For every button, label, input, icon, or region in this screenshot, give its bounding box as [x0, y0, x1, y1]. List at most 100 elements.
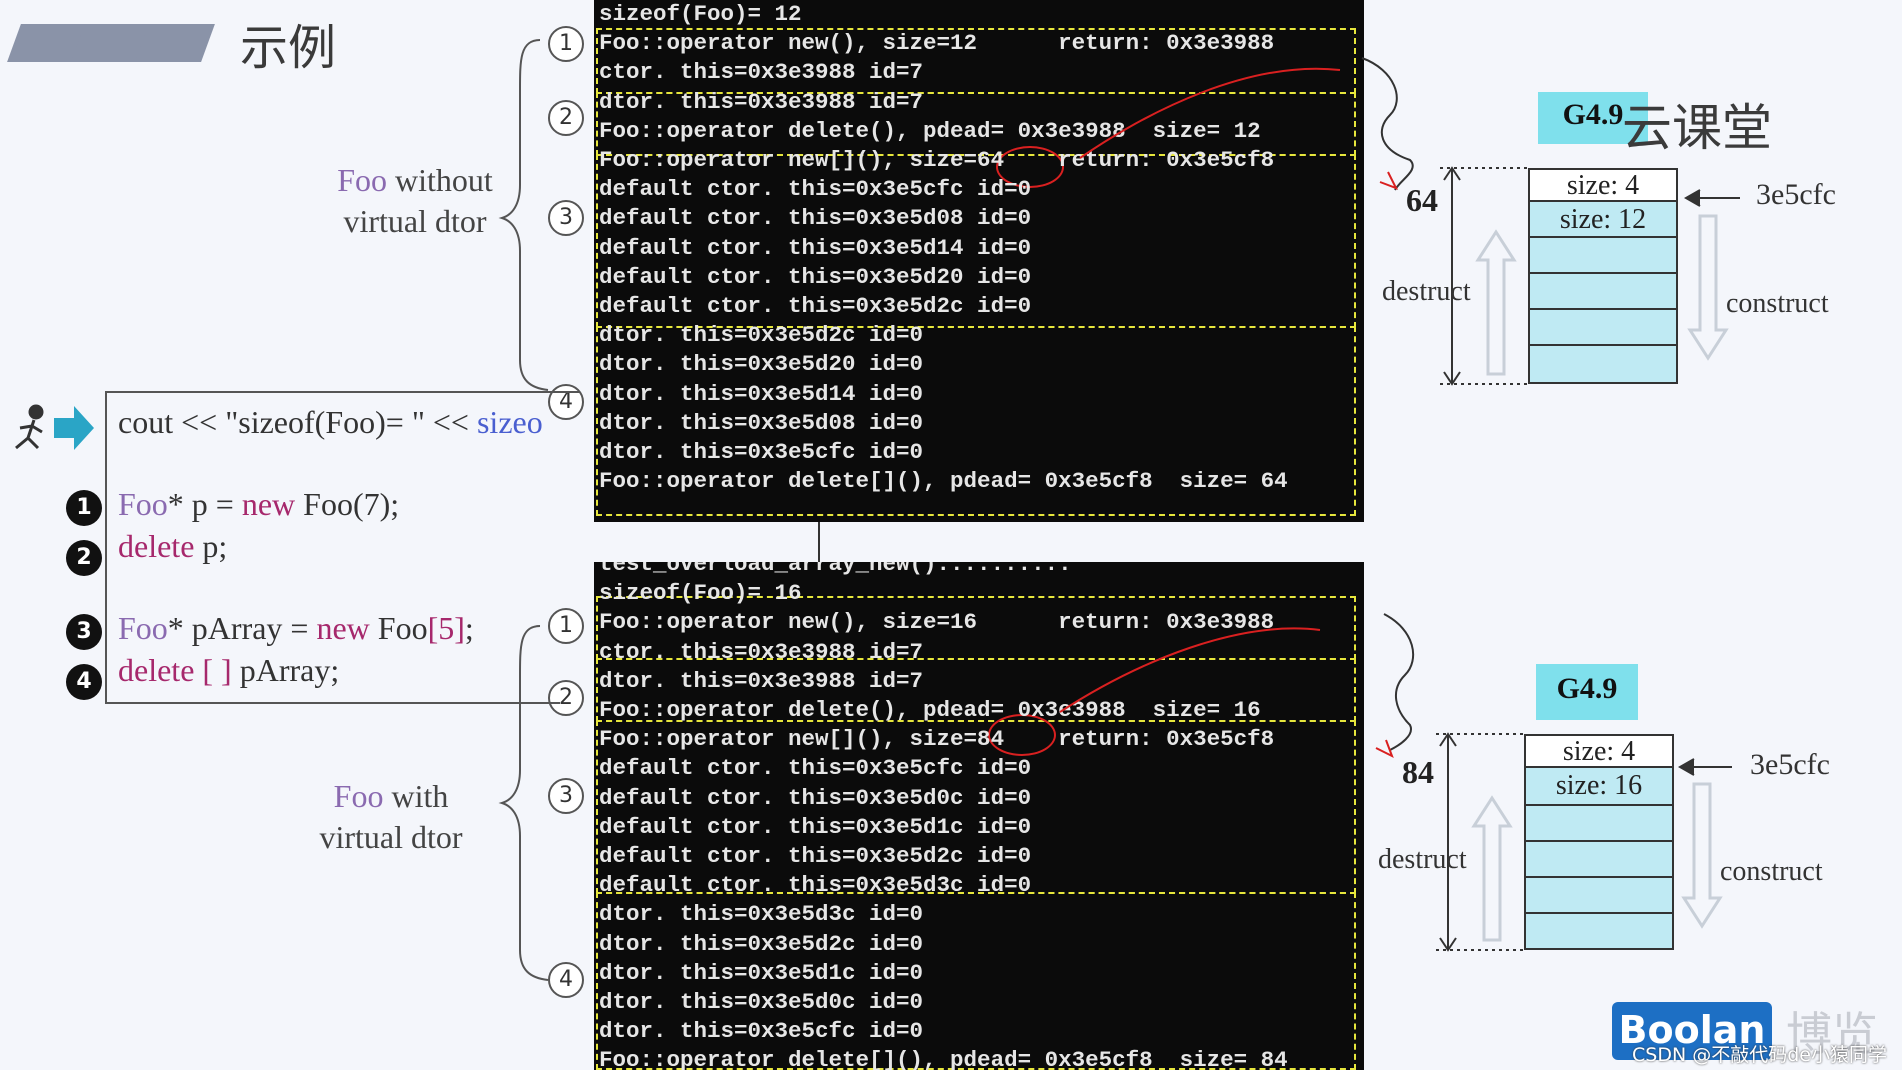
- g49-badge-bottom: G4.9: [1536, 664, 1638, 720]
- code-type: Foo: [118, 610, 168, 646]
- terminal-line: Foo::operator new[](), size=84 return: 0…: [599, 726, 1275, 753]
- terminal-bottom: test_overload_array_new()..........sizeo…: [594, 562, 1364, 1070]
- destruct-label-bottom: destruct: [1378, 844, 1467, 875]
- size-highlight-circle: [996, 146, 1064, 188]
- code-keyword: delete: [118, 652, 195, 688]
- code-line-2: delete p;: [118, 528, 227, 565]
- label-without-virtual-dtor: Foo without virtual dtor: [300, 160, 530, 242]
- cell-text: size: 12: [1559, 204, 1647, 235]
- boolan-logo: Boolan: [1612, 1002, 1772, 1060]
- code-text: p;: [194, 528, 228, 564]
- cell-text: size: 4: [1562, 736, 1636, 767]
- bullet-3: 3: [66, 614, 102, 650]
- cell-text: size: 16: [1555, 770, 1643, 801]
- label-text: without: [387, 162, 493, 198]
- terminal-line: dtor. this=0x3e5d2c id=0: [599, 930, 924, 957]
- size-highlight-circle: [988, 714, 1056, 756]
- terminal-line: default ctor. this=0x3e5cfc id=0: [599, 176, 1032, 203]
- cell-size-16: size: 16: [1524, 766, 1674, 806]
- step-circle-2: 2: [548, 680, 584, 716]
- code-keyword: new: [316, 610, 370, 646]
- code-text: ;: [464, 610, 474, 646]
- code-keyword: new: [241, 486, 296, 522]
- construct-label-bottom: construct: [1720, 856, 1823, 887]
- g49-badge-top: G4.9: [1538, 92, 1648, 144]
- address-label-top: 3e5cfc: [1756, 178, 1836, 211]
- terminal-line: dtor. this=0x3e5cfc id=0: [599, 1018, 924, 1045]
- terminal-line: Foo::operator new[](), size=64 return: 0…: [599, 147, 1275, 173]
- logo-cn: 博览: [1786, 1007, 1878, 1061]
- cell-size-4: size: 4: [1528, 168, 1678, 202]
- code-text: * pArray =: [167, 610, 317, 646]
- terminal-line: dtor. this=0x3e5d2c id=0: [599, 322, 924, 349]
- cell-size-4: size: 4: [1524, 734, 1674, 768]
- terminal-line: Foo::operator delete[](), pdead= 0x3e5cf…: [599, 1047, 1288, 1070]
- terminal-line: dtor. this=0x3e3988 id=7: [599, 88, 924, 115]
- terminal-line: dtor. this=0x3e5d08 id=0: [599, 409, 924, 436]
- diagram-bottom-lines: [1436, 732, 1732, 952]
- step-circle-1: 1: [548, 608, 584, 644]
- total-size-top: 64: [1406, 182, 1438, 218]
- brace-bottom: [498, 625, 549, 981]
- destruct-label-top: destruct: [1382, 276, 1471, 307]
- step-circle-3: 3: [548, 200, 584, 236]
- brand-text: 云课堂: [1622, 99, 1772, 157]
- terminal-line: Foo::operator delete[](), pdead= 0x3e5cf…: [599, 468, 1288, 495]
- terminal-line: Foo::operator new(), size=12 return: 0x3…: [599, 30, 1275, 57]
- squiggle-top: [1361, 57, 1414, 191]
- code-box-outline: [105, 391, 580, 704]
- bullet-4: 4: [66, 664, 102, 700]
- code-keyword: delete: [118, 528, 195, 564]
- bullet-1: 1: [66, 490, 102, 526]
- bullet-2: 2: [66, 540, 102, 576]
- label-text: with: [383, 778, 449, 814]
- code-text: * p =: [167, 486, 242, 522]
- runner-icon: [15, 404, 44, 450]
- cell-object: [1524, 804, 1674, 842]
- terminal-line: default ctor. this=0x3e5d1c id=0: [599, 813, 1032, 840]
- diagram-top-lines: [1440, 166, 1740, 386]
- terminal-line: test_overload_array_new()..........: [599, 562, 1072, 577]
- terminal-line: default ctor. this=0x3e5d2c id=0: [599, 293, 1032, 319]
- terminal-line: default ctor. this=0x3e5d0c id=0: [599, 784, 1032, 811]
- address-label-bottom: 3e5cfc: [1750, 748, 1830, 781]
- code-text: sizeo: [476, 404, 543, 440]
- cell-object: [1528, 272, 1678, 310]
- terminal-line: default ctor. this=0x3e5cfc id=0: [599, 755, 1032, 782]
- red-curve-top: [1079, 67, 1341, 159]
- label-with-virtual-dtor: Foo with virtual dtor: [276, 776, 506, 858]
- terminal-line: default ctor. this=0x3e5d08 id=0: [599, 205, 1032, 232]
- badge-text: G4.9: [1556, 672, 1618, 705]
- blue-arrow-icon: [54, 406, 94, 450]
- red-curve-bottom: [1059, 627, 1321, 713]
- logo-text: Boolan: [1618, 1008, 1766, 1052]
- cell-object: [1528, 308, 1678, 346]
- slide-title: 示例: [240, 20, 337, 76]
- label-text: virtual dtor: [343, 203, 487, 239]
- cell-object: [1524, 840, 1674, 878]
- total-size-bottom: 84: [1402, 754, 1434, 790]
- terminal-line: Foo::operator new(), size=16 return: 0x3…: [599, 609, 1275, 636]
- step-circle-4: 4: [548, 384, 584, 420]
- label-foo: Foo: [333, 778, 384, 814]
- code-text: pArray;: [231, 652, 340, 688]
- terminal-line: dtor. this=0x3e3988 id=7: [599, 667, 924, 694]
- terminal-line: dtor. this=0x3e5cfc id=0: [599, 439, 924, 465]
- code-line-0: cout << "sizeof(Foo)= " << sizeo: [118, 404, 543, 441]
- code-line-1: Foo* p = new Foo(7);: [118, 486, 399, 523]
- terminal-line: default ctor. this=0x3e5d2c id=0: [599, 843, 1032, 869]
- terminal-line: sizeof(Foo)= 12: [599, 1, 802, 27]
- cell-text: size: 4: [1566, 170, 1640, 201]
- connector-line: [818, 522, 820, 562]
- code-keyword: [5]: [427, 610, 465, 646]
- terminal-line: Foo::operator delete(), pdead= 0x3e3988 …: [599, 697, 1261, 723]
- brace-top: [498, 39, 549, 391]
- cell-object: [1528, 236, 1678, 274]
- step-circle-4: 4: [548, 962, 584, 998]
- csdn-watermark: CSDN @不敲代码de小猿同学: [1632, 1044, 1887, 1066]
- code-type: Foo: [118, 486, 168, 522]
- squiggle-bottom: [1383, 613, 1415, 751]
- code-text: Foo(7);: [295, 486, 400, 522]
- code-text: cout << "sizeof(Foo)= " <<: [118, 404, 477, 440]
